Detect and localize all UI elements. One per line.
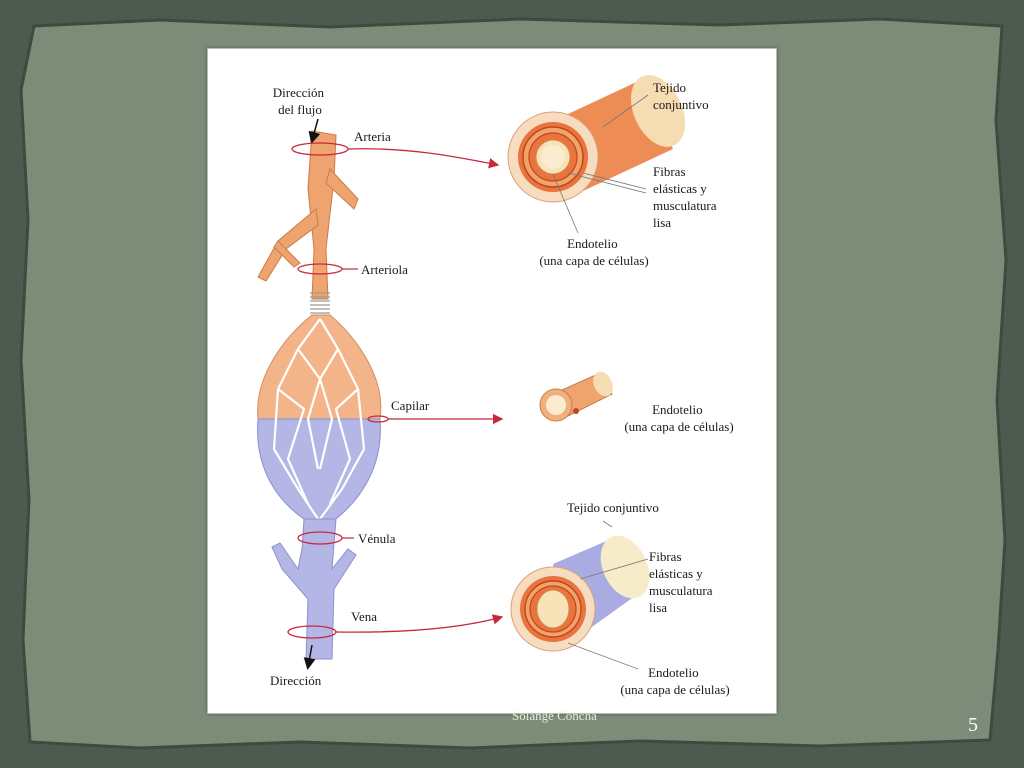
artery-tissue-label: Tejido conjuntivo	[653, 80, 709, 112]
flow-arrow-top	[308, 118, 321, 144]
footer-author: Solange Concha	[512, 708, 597, 723]
flow-arrow-bottom	[303, 644, 316, 670]
artery-endothelium-label: Endotelio (una capa de células)	[539, 236, 648, 268]
vein-label: Vena	[351, 609, 377, 624]
arteriole-label: Arteriola	[361, 262, 408, 277]
artery-vessel	[257, 130, 359, 300]
flow-direction-bottom-label: Dirección	[270, 673, 322, 688]
capillary-endothelium-label: Endotelio (una capa de células)	[624, 402, 733, 434]
vein-fibers-label: Fibras elásticas y musculatura lisa	[649, 549, 716, 615]
vein-tissue-label: Tejido conjuntivo	[567, 500, 659, 515]
capillary-bed	[257, 314, 382, 520]
capillary-label: Capilar	[391, 398, 430, 413]
artery-cross-section	[507, 75, 686, 234]
artery-label: Arteria	[354, 129, 391, 144]
connector-arrows	[335, 148, 504, 633]
flow-direction-top-label: Dirección del flujo	[273, 85, 328, 117]
page-number: 5	[968, 714, 978, 736]
artery-fibers-label: Fibras elásticas y musculatura lisa	[653, 164, 720, 230]
venule-label: Vénula	[358, 531, 396, 546]
circulatory-vessels-figure: Dirección del flujo Arteria Arteriola Ca…	[207, 48, 777, 714]
precapillary-sphincter	[310, 292, 330, 314]
vein-cross-section	[510, 520, 650, 670]
vein-endothelium-label: Endotelio (una capa de células)	[620, 665, 729, 697]
capillary-cross-section	[539, 371, 613, 422]
